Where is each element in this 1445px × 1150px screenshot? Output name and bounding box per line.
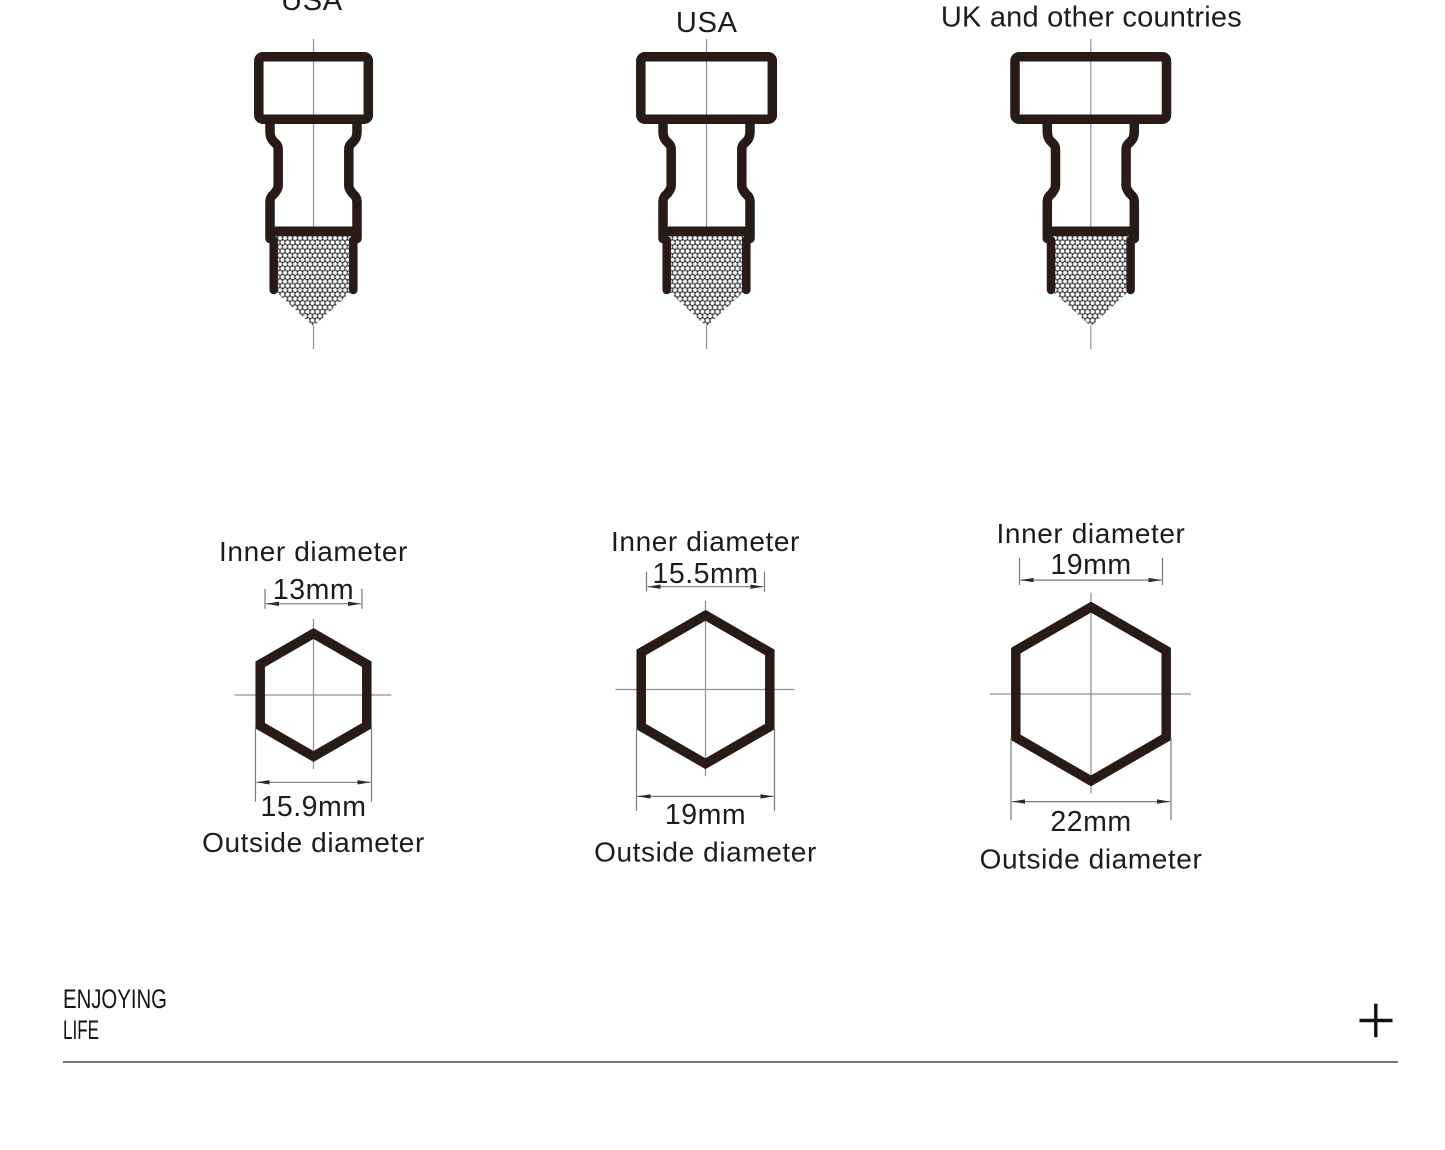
- svg-text:Inner diameter: Inner diameter: [997, 518, 1186, 549]
- svg-text:USA: USA: [281, 0, 343, 17]
- svg-text:13mm: 13mm: [273, 574, 354, 606]
- svg-text:Outside diameter: Outside diameter: [594, 837, 817, 868]
- svg-text:UK and other countries: UK and other countries: [941, 2, 1242, 34]
- svg-text:19mm: 19mm: [1050, 549, 1131, 581]
- svg-text:Inner diameter: Inner diameter: [219, 536, 408, 567]
- svg-text:15.9mm: 15.9mm: [261, 791, 367, 823]
- svg-text:Inner diameter: Inner diameter: [611, 526, 800, 557]
- svg-text:LIFE: LIFE: [63, 1015, 99, 1045]
- svg-text:Outside diameter: Outside diameter: [980, 844, 1203, 875]
- svg-text:22mm: 22mm: [1050, 806, 1131, 838]
- svg-text:Outside diameter: Outside diameter: [202, 827, 425, 858]
- svg-text:USA: USA: [676, 7, 738, 39]
- svg-text:19mm: 19mm: [665, 799, 746, 831]
- svg-text:ENJOYING: ENJOYING: [63, 984, 167, 1014]
- svg-text:15.5mm: 15.5mm: [653, 558, 759, 590]
